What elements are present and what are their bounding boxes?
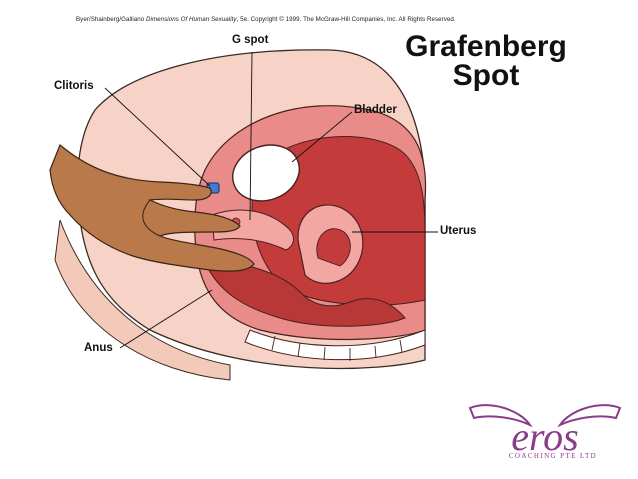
leader-g-spot [249,51,253,221]
leg-skin-shape [54,219,231,381]
leader-anus [119,289,213,349]
vertebrae-lines [271,335,403,361]
title-line-1: Grafenberg [405,30,567,63]
leader-bladder [291,111,353,163]
finger-crease [142,199,161,237]
leader-clitoris [104,87,211,187]
hand-shape [49,144,255,272]
uterus-inner [316,228,351,267]
bladder-shape [232,144,300,202]
label-leader-lines [104,51,438,349]
logo-wing-right [557,404,622,428]
copyright-credit: Byer/Shainberg/Galliano Dimensions Of Hu… [76,16,456,23]
title-line-2: Spot [452,59,520,92]
rectum-shape [204,261,406,327]
credit-authors: Byer/Shainberg/Galliano [76,16,145,23]
page-title: Grafenberg Spot [388,30,584,92]
logo-wing-left [468,404,533,428]
logo-tagline: COACHING PTE LTD [508,452,598,460]
eros-logo: eros [468,404,622,459]
label-anus: Anus [84,342,113,354]
label-bladder: Bladder [354,104,397,116]
label-uterus: Uterus [440,225,477,237]
logo-wordmark: eros [511,414,578,459]
label-clitoris: Clitoris [54,80,94,92]
spine-shape [244,329,426,361]
label-g-spot: G spot [232,34,269,46]
credit-book: Dimensions Of Human Sexuality [146,16,237,23]
credit-rest: , 5e. Copyright © 1999. The McGraw-Hill … [236,16,456,23]
